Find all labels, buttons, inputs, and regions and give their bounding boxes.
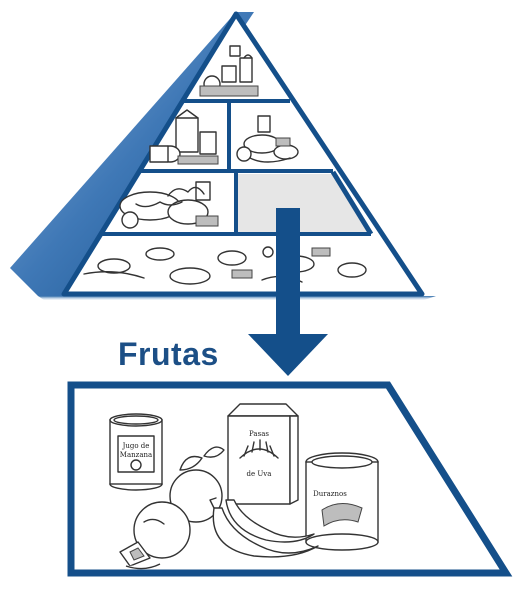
vegetable-illustration bbox=[119, 181, 219, 229]
svg-text:de Uva: de Uva bbox=[247, 470, 272, 478]
svg-text:Jugo de: Jugo de bbox=[122, 442, 150, 450]
svg-text:Duraznos: Duraznos bbox=[313, 490, 347, 498]
orange-illustration bbox=[169, 446, 225, 523]
fruit-group-label: Frutas bbox=[118, 336, 219, 372]
fruit-group-panel: Jugo de Manzana Pasas de Uva Duraznos bbox=[67, 381, 513, 577]
grapefruit-illustration bbox=[119, 501, 191, 570]
food-pyramid bbox=[10, 11, 436, 300]
fats-sweets-illustration bbox=[199, 45, 259, 97]
meat-illustration bbox=[236, 115, 299, 163]
down-arrow-icon bbox=[248, 208, 328, 376]
banana-illustration bbox=[209, 497, 319, 558]
peach-can-illustration: Duraznos bbox=[305, 452, 379, 551]
pyramid-base-shadow bbox=[38, 296, 436, 300]
svg-text:Pasas: Pasas bbox=[249, 430, 269, 438]
dried-fruit-carton-illustration: Pasas de Uva bbox=[227, 403, 299, 505]
svg-text:Manzana: Manzana bbox=[120, 451, 152, 459]
juice-can-illustration: Jugo de Manzana bbox=[109, 413, 163, 491]
dairy-illustration bbox=[149, 109, 219, 165]
